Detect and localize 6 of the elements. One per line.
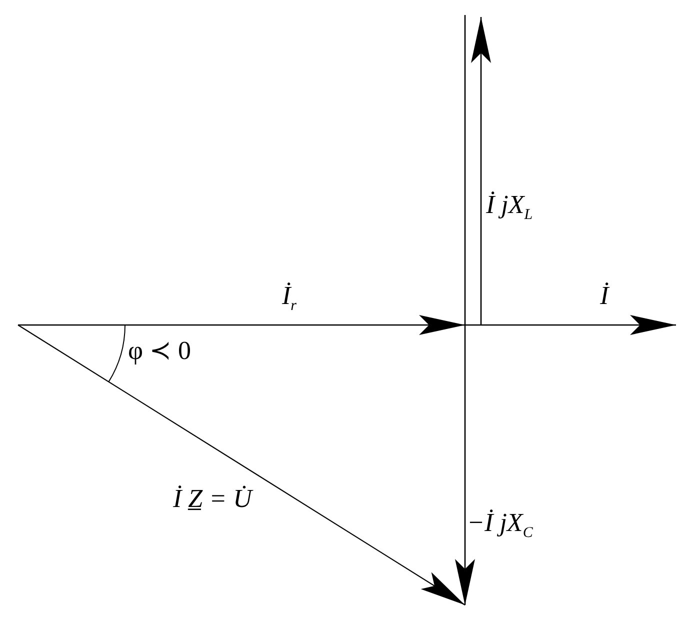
vector-label: −İ jX$_{C}$ [467,510,533,542]
vector-label: İ Z̲ = U̇ [173,486,252,512]
vector-label: İ jX$_{L}$ [486,192,533,224]
angle-label: φ ≺ 0 [128,338,192,364]
vector-label: İ [600,283,609,309]
vector-label: İ$_{r}$ [282,283,297,314]
